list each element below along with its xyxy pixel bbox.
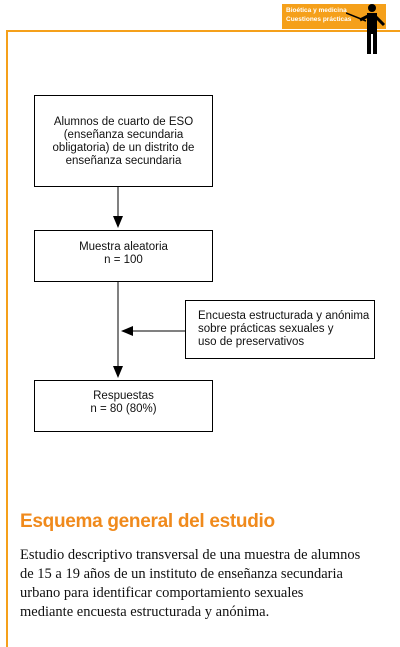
header-tag-line2: Cuestiones prácticas — [286, 16, 352, 23]
sample-box: Muestra aleatoria n = 100 — [34, 230, 213, 282]
survey-line: uso de preservativos — [198, 336, 305, 348]
responses-line: n = 80 (80%) — [90, 403, 157, 415]
arrow-left — [121, 326, 133, 336]
responses-box: Respuestas n = 80 (80%) — [34, 380, 213, 432]
arrow-down-2 — [113, 366, 123, 378]
population-box: Alumnos de cuarto de ESO (enseñanza secu… — [34, 95, 213, 187]
arrow-down-1 — [113, 216, 123, 228]
orange-frame-left — [6, 30, 8, 647]
body-line: mediante encuesta estructurada y anónima… — [20, 604, 270, 620]
population-line: obligatoria) de un distrito de — [52, 142, 195, 154]
sample-line: Muestra aleatoria — [79, 241, 168, 253]
sample-line: n = 100 — [104, 254, 143, 266]
body-line: urbano para identificar comportamiento s… — [20, 585, 304, 601]
section-title: Esquema general del estudio — [20, 511, 275, 532]
body-line: de 15 a 19 años de un instituto de enseñ… — [20, 566, 343, 582]
responses-line: Respuestas — [93, 390, 154, 402]
section-body: Estudio descriptivo transversal de una m… — [20, 546, 395, 622]
header-tag-line1: Bioética y medicina — [286, 7, 347, 14]
population-line: Alumnos de cuarto de ESO — [53, 116, 194, 128]
population-line: (enseñanza secundaria — [63, 129, 184, 141]
presenter-pointer-icon — [346, 4, 386, 54]
orange-frame-top — [6, 30, 400, 32]
survey-box: Encuesta estructurada y anónima sobre pr… — [185, 300, 375, 359]
population-line: enseñanza secundaria — [65, 155, 182, 167]
survey-line: Encuesta estructurada y anónima — [198, 310, 370, 322]
body-line: Estudio descriptivo transversal de una m… — [20, 547, 361, 563]
survey-line: sobre prácticas sexuales y — [198, 323, 334, 335]
